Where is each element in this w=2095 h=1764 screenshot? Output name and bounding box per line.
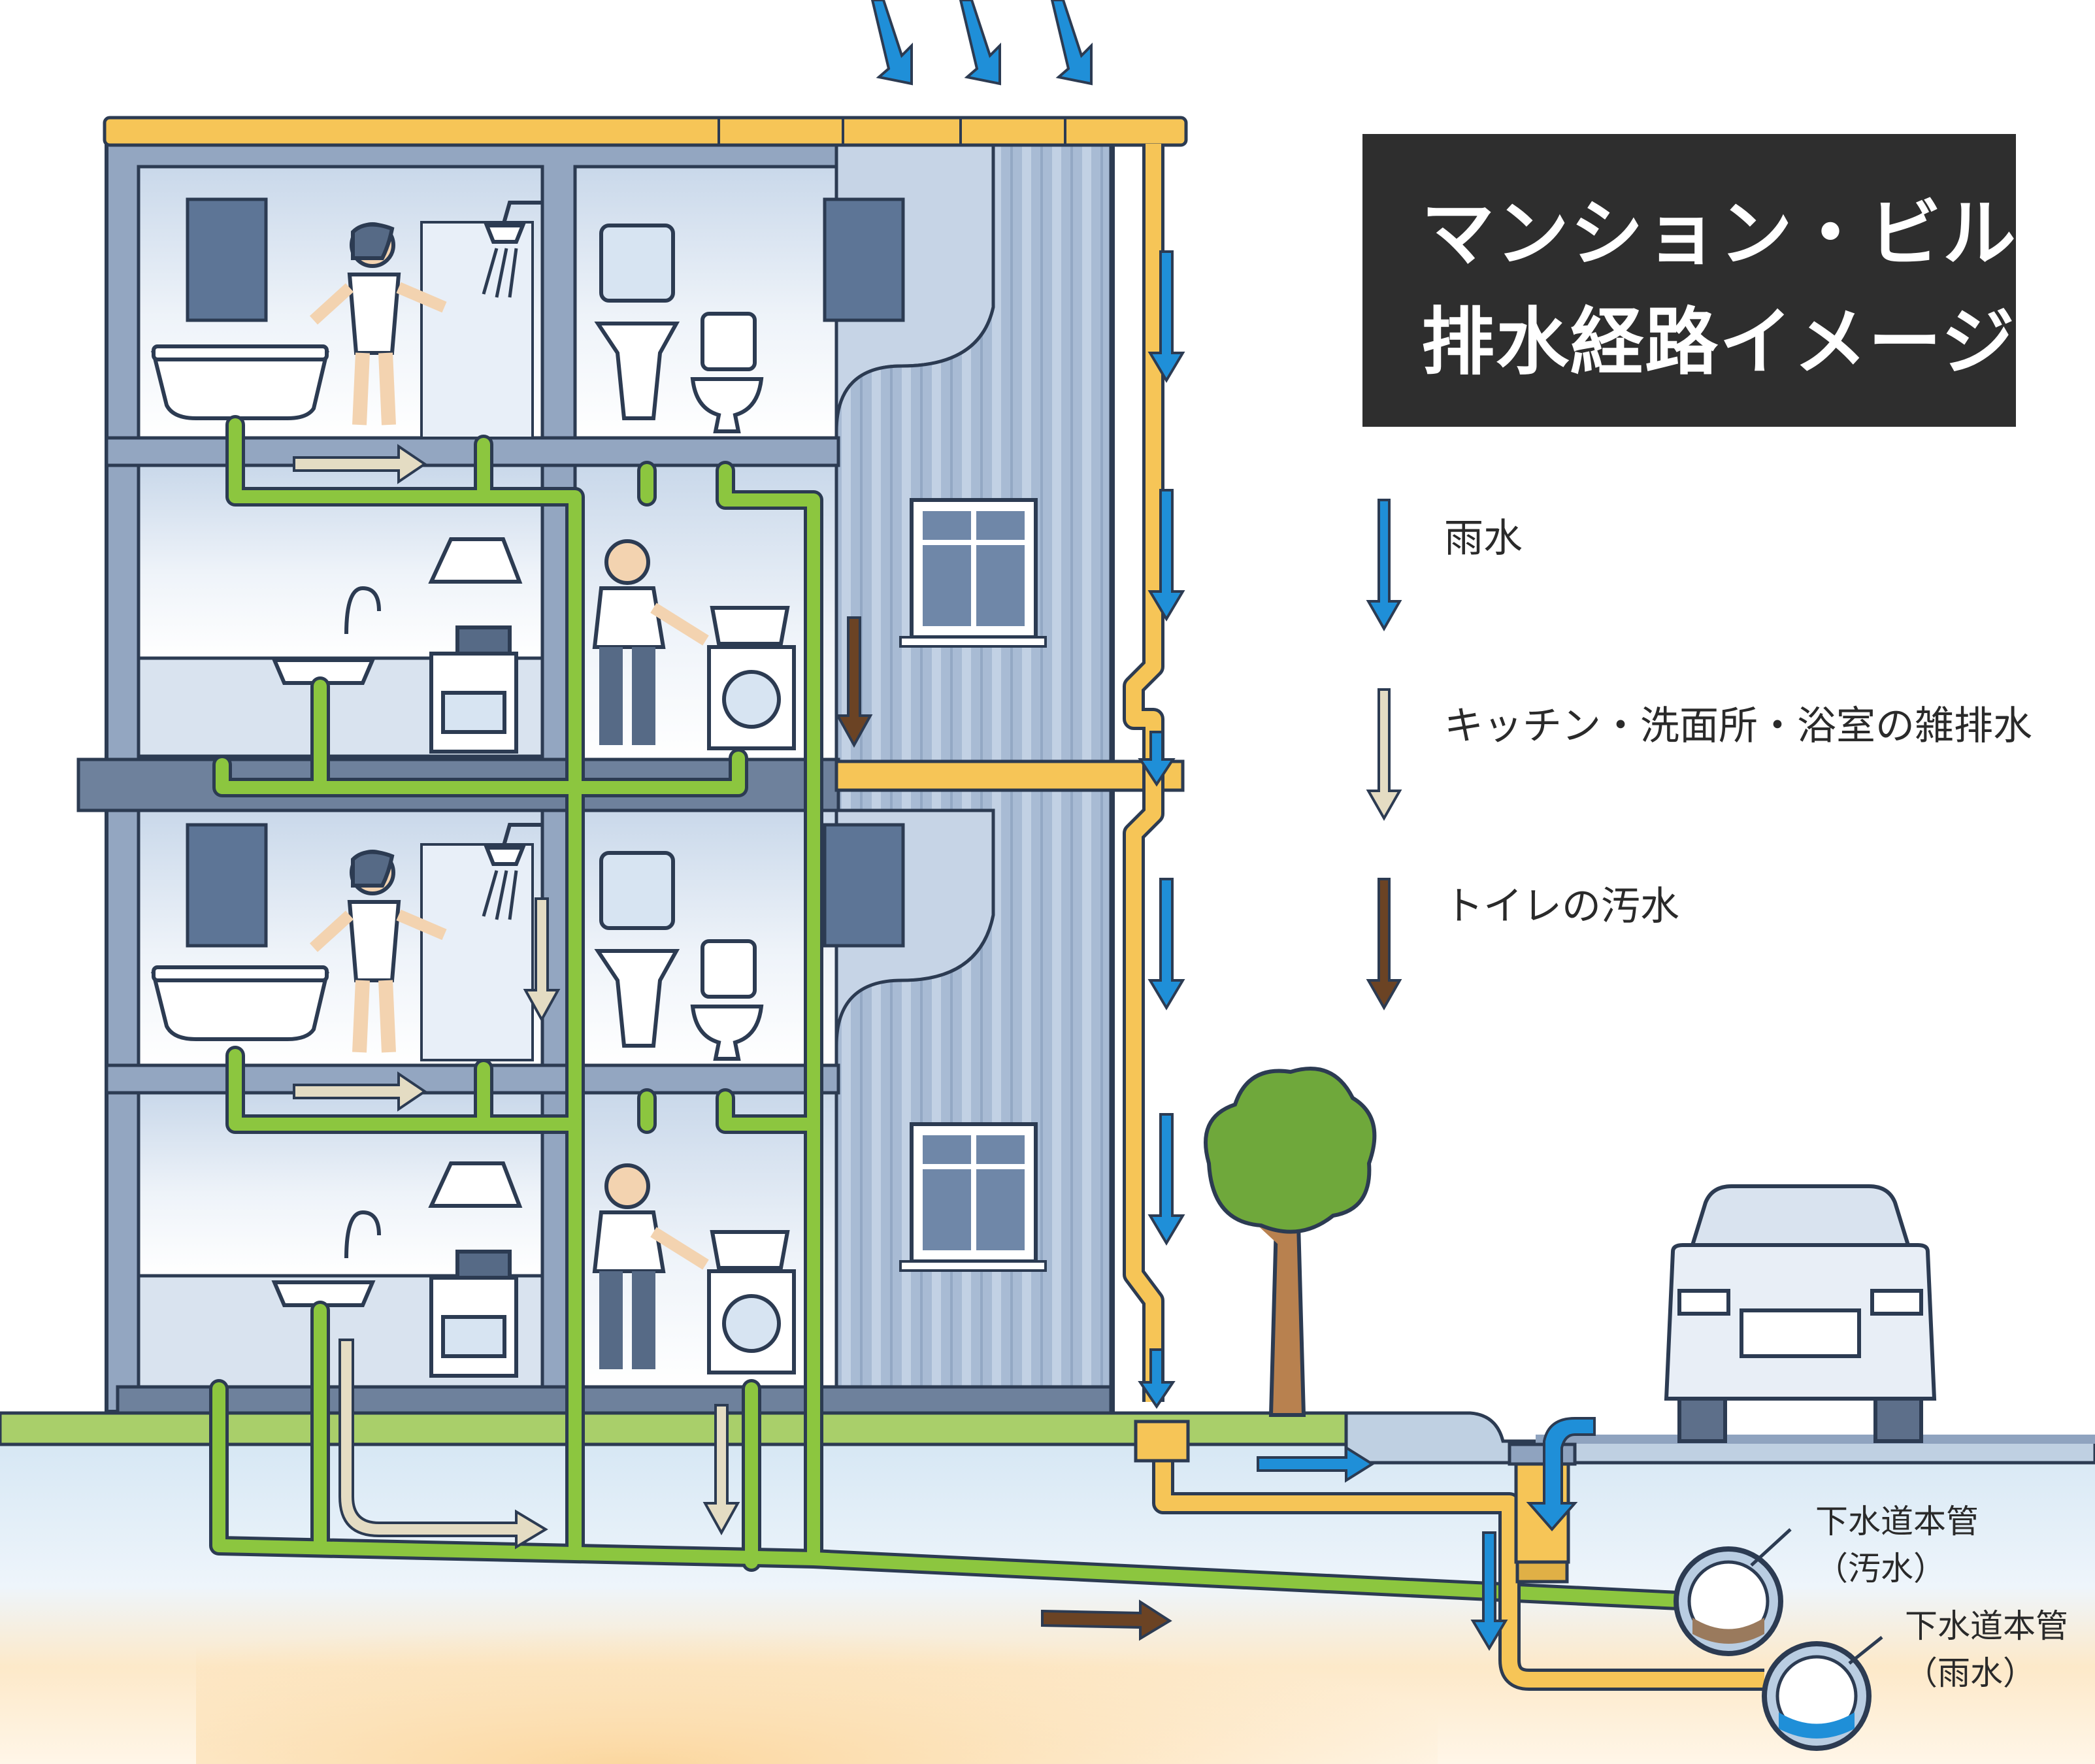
legend-label-rain: 雨水 — [1444, 516, 1523, 561]
title-line-1: マンション・ビル — [1421, 191, 2017, 276]
stove-icon — [429, 625, 518, 1378]
window-icon — [186, 197, 1047, 1272]
gray-water-arrows — [293, 444, 740, 1550]
title-box: マンション・ビル 排水経路イメージ — [1362, 134, 2016, 427]
sewage-main-title: 下水道本管 — [1815, 1503, 1979, 1540]
shower-icon — [420, 201, 542, 1061]
legend-sewage-icon — [1366, 878, 1402, 1011]
toilet-icon — [594, 224, 764, 1061]
tree-icon — [1204, 1067, 1377, 1417]
underground-glow — [196, 1569, 1438, 1764]
sewage-main-sub: （汚水） — [1815, 1550, 1946, 1588]
legend-rain-icon — [1366, 499, 1402, 632]
legend-label-gray-water: キッチン・洗面所・浴室の雑排水 — [1444, 703, 2032, 749]
legend-label-sewage: トイレの汚水 — [1444, 884, 1679, 929]
rain-arrows — [870, 0, 1596, 1651]
car-icon — [1664, 1184, 1937, 1443]
sink-icon — [271, 586, 381, 1307]
person-icon — [309, 222, 709, 1369]
rain-inlet — [1134, 1420, 1190, 1463]
rain-main-title: 下水道本管 — [1905, 1607, 2068, 1645]
title-line-2: 排水経路イメージ — [1421, 300, 2016, 385]
sewage-main-label: 下水道本管 （汚水） — [1815, 1498, 1979, 1592]
bathtub-icon — [151, 344, 329, 1041]
road-surface — [1536, 1435, 2095, 1444]
range-hood-icon — [428, 537, 523, 1208]
legend-gray-water-icon — [1366, 688, 1402, 822]
washing-machine-icon — [707, 606, 796, 1374]
sewer-pipe-icon — [1674, 1528, 1883, 1751]
rain-main-label: 下水道本管 （雨水） — [1905, 1603, 2068, 1697]
drain-pipes — [209, 415, 1702, 1611]
sewage-arrows — [835, 616, 1172, 1641]
rain-main-sub: （雨水） — [1905, 1654, 2036, 1692]
